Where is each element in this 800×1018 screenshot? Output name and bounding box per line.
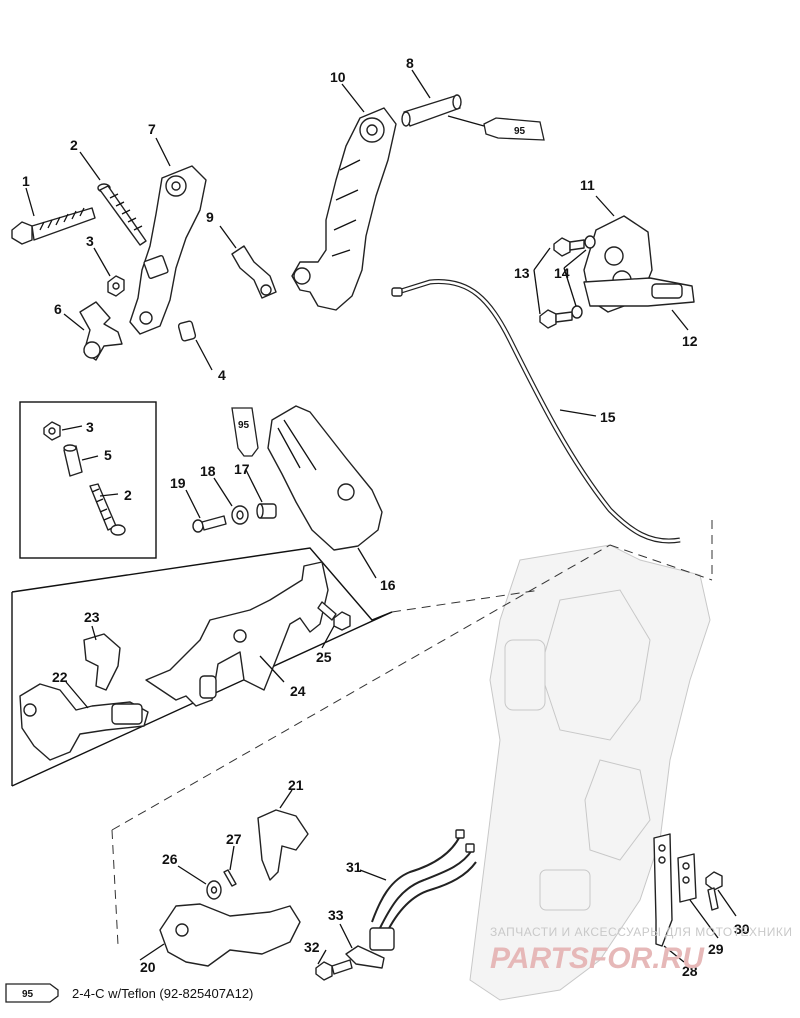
callout-9: 9	[206, 209, 214, 225]
part-22-linkage	[19, 683, 149, 761]
part-9-link-rod	[231, 245, 277, 299]
part-13-screws	[539, 237, 585, 329]
callout-7: 7	[148, 121, 156, 137]
part-25-bolt	[317, 601, 351, 631]
callout-12: 12	[682, 333, 698, 349]
watermark: ЗАПЧАСТИ И АКСЕССУАРЫ ДЛЯ МОТОТЕХНИКИ PA…	[490, 925, 792, 975]
callout-6: 6	[54, 301, 62, 317]
callout-19: 19	[170, 475, 186, 491]
part-28-plate	[653, 833, 673, 947]
callout-3: 3	[86, 233, 94, 249]
part-8-pin	[401, 94, 462, 127]
callout-22: 22	[52, 669, 68, 685]
part-3-nut	[107, 275, 125, 297]
callout-29: 29	[708, 941, 724, 957]
part-32-screw	[315, 959, 353, 981]
leader-lines	[25, 69, 737, 965]
callout-14: 14	[554, 265, 570, 281]
callout-27: 27	[226, 831, 242, 847]
part-23-clip	[83, 633, 121, 691]
part-10-cam-bracket	[291, 107, 397, 311]
part-24-plate	[145, 561, 329, 707]
legend-text: 2-4-C w/Teflon (92-825407A12)	[72, 986, 253, 1001]
part-20-throttle-cam	[159, 903, 301, 967]
lubricant-tube-top: 95	[447, 115, 545, 141]
inset-callout-2: 2	[124, 487, 132, 503]
watermark-line1: ЗАПЧАСТИ И АКСЕССУАРЫ ДЛЯ МОТОТЕХНИКИ	[490, 925, 792, 939]
callout-30: 30	[734, 921, 750, 937]
part-16-bracket	[267, 405, 383, 551]
callout-26: 26	[162, 851, 178, 867]
callout-21: 21	[288, 777, 304, 793]
callout-31: 31	[346, 859, 362, 875]
callout-10: 10	[330, 69, 346, 85]
lubricant-tube-middle: 95	[231, 407, 259, 457]
part-7-throttle-arm	[129, 165, 207, 335]
callout-28: 28	[682, 963, 698, 979]
callout-16: 16	[380, 577, 396, 593]
callout-4: 4	[218, 367, 226, 383]
inset-part-5-sleeve	[63, 444, 83, 477]
callout-33: 33	[328, 907, 344, 923]
part-26-washer	[206, 880, 222, 900]
part-14-washers	[571, 235, 596, 319]
callout-11: 11	[580, 177, 595, 193]
callout-17: 17	[234, 461, 250, 477]
part-17-bushing	[256, 503, 277, 519]
callout-24: 24	[290, 683, 306, 699]
part-12-cable-latch	[583, 277, 695, 307]
part-18-washer	[231, 505, 249, 525]
part-1-bolt	[11, 207, 96, 245]
part-19-screw	[192, 515, 227, 533]
engine-block-ghost	[469, 544, 711, 1001]
callout-numbers: 1 2 3 4 6 7 8 9 10 11 12 13 14 15 16 17 …	[22, 55, 750, 979]
callout-15: 15	[600, 409, 616, 425]
watermark-logo: PARTSFOR.RU	[490, 942, 705, 975]
callout-2: 2	[70, 137, 78, 153]
part-31-switch-harness	[369, 829, 477, 951]
callout-25: 25	[316, 649, 332, 665]
lubricant-tube-middle-label: 95	[238, 420, 250, 431]
callout-32: 32	[304, 939, 320, 955]
part-27-cotter-pin	[223, 869, 237, 887]
callout-20: 20	[140, 959, 156, 975]
part-15-cable	[391, 279, 681, 544]
callout-23: 23	[84, 609, 100, 625]
callout-18: 18	[200, 463, 216, 479]
part-6-link	[79, 301, 123, 361]
inset-callout-5: 5	[104, 447, 112, 463]
lubricant-tube-top-label: 95	[514, 126, 526, 137]
callout-8: 8	[406, 55, 414, 71]
inset-part-3-nut	[43, 421, 61, 441]
part-2-stud	[97, 183, 147, 246]
inset-box	[19, 401, 157, 559]
callout-1: 1	[22, 173, 30, 189]
inset-part-2-stud	[89, 483, 126, 536]
legend-tube-label: 95	[22, 989, 34, 1000]
inset-callout-3: 3	[86, 419, 94, 435]
construction-lines	[111, 520, 713, 946]
part-29-plate	[677, 853, 697, 903]
legend: 95 2-4-C w/Teflon (92-825407A12)	[5, 983, 253, 1003]
part-4-sleeve	[177, 320, 197, 342]
callout-13: 13	[514, 265, 530, 281]
part-33-bracket	[345, 945, 385, 969]
part-30-screw	[705, 871, 723, 911]
part-21-lever	[257, 809, 309, 881]
